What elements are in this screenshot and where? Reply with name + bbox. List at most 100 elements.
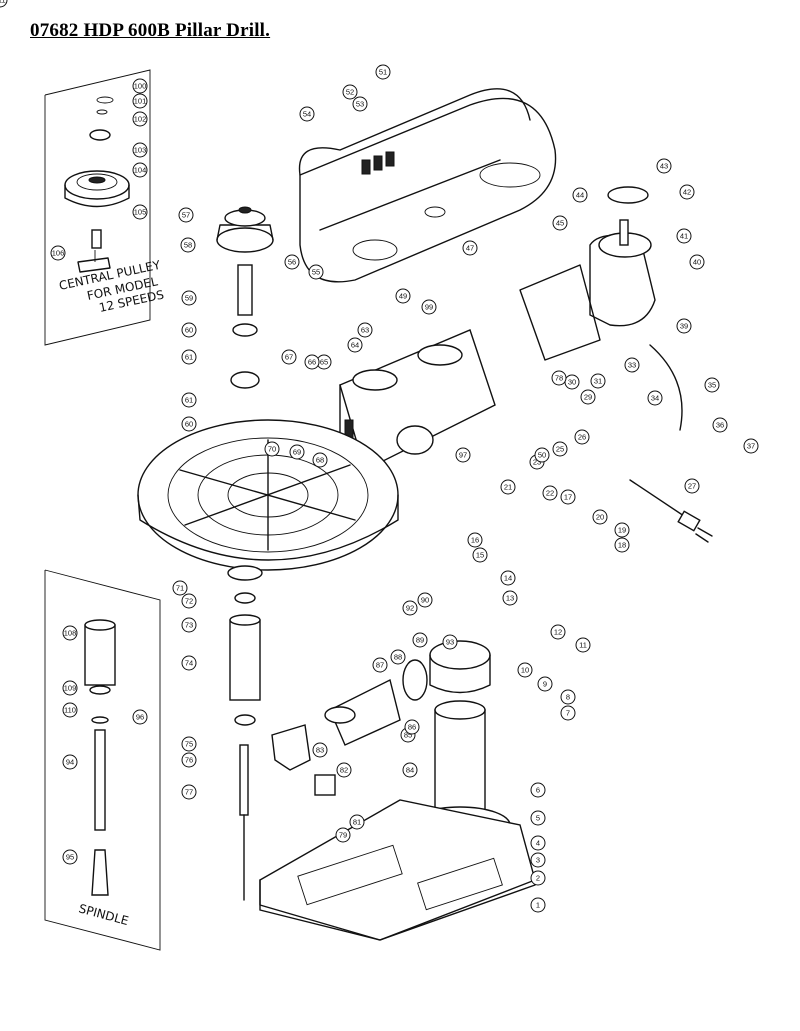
callout-83: 83 xyxy=(312,742,328,758)
callout-number: 111 xyxy=(0,0,6,5)
spindle-pulley xyxy=(216,206,274,389)
callout-number: 73 xyxy=(185,621,193,630)
part-number-callouts: 1234567891011121314151617181920212223252… xyxy=(0,0,759,913)
callout-number: 104 xyxy=(134,166,147,175)
callout-number: 12 xyxy=(554,628,562,637)
callout-number: 37 xyxy=(747,442,755,451)
callout-92: 92 xyxy=(402,600,418,616)
callout-73: 73 xyxy=(181,617,197,633)
callout-number: 1 xyxy=(536,901,540,910)
callout-78: 78 xyxy=(551,370,567,386)
callout-34: 34 xyxy=(647,390,663,406)
callout-number: 17 xyxy=(564,493,572,502)
callout-number: 45 xyxy=(556,219,564,228)
callout-number: 88 xyxy=(394,653,402,662)
callout-93: 93 xyxy=(442,634,458,650)
callout-number: 99 xyxy=(425,303,433,312)
callout-number: 69 xyxy=(293,448,301,457)
callout-number: 16 xyxy=(471,536,479,545)
belt-cover xyxy=(298,88,557,283)
callout-number: 83 xyxy=(316,746,324,755)
column-and-base xyxy=(259,700,536,941)
callout-number: 105 xyxy=(134,208,147,217)
callout-69: 69 xyxy=(289,444,305,460)
callout-number: 59 xyxy=(185,294,193,303)
callout-number: 53 xyxy=(356,100,364,109)
callout-number: 15 xyxy=(476,551,484,560)
callout-1: 1 xyxy=(530,897,546,913)
callout-number: 68 xyxy=(316,456,324,465)
callout-67: 67 xyxy=(281,349,297,365)
motor xyxy=(519,186,683,431)
callout-20: 20 xyxy=(592,509,608,525)
callout-number: 43 xyxy=(660,162,668,171)
callout-13: 13 xyxy=(502,590,518,606)
callout-47: 47 xyxy=(462,240,478,256)
callout-44: 44 xyxy=(572,187,588,203)
callout-63: 63 xyxy=(357,322,373,338)
callout-number: 57 xyxy=(182,211,190,220)
callout-72: 72 xyxy=(181,593,197,609)
callout-number: 75 xyxy=(185,740,193,749)
callout-number: 52 xyxy=(346,88,354,97)
callout-number: 64 xyxy=(351,341,359,350)
callout-2: 2 xyxy=(530,870,546,886)
callout-number: 76 xyxy=(185,756,193,765)
callout-number: 6 xyxy=(536,786,540,795)
callout-104: 104 xyxy=(132,162,148,178)
callout-110: 110 xyxy=(62,702,78,718)
callout-61: 61 xyxy=(181,349,197,365)
callout-50: 50 xyxy=(534,447,550,463)
callout-27: 27 xyxy=(684,478,700,494)
callout-number: 78 xyxy=(555,374,563,383)
callout-26: 26 xyxy=(574,429,590,445)
callout-number: 60 xyxy=(185,326,193,335)
quill-assembly xyxy=(227,565,336,901)
callout-number: 102 xyxy=(134,115,147,124)
callout-16: 16 xyxy=(467,532,483,548)
callout-number: 103 xyxy=(134,146,147,155)
callout-number: 19 xyxy=(618,526,626,535)
callout-76: 76 xyxy=(181,752,197,768)
callout-number: 110 xyxy=(64,706,76,715)
callout-94: 94 xyxy=(62,754,78,770)
callout-95: 95 xyxy=(62,849,78,865)
callout-60: 60 xyxy=(181,416,197,432)
callout-64: 64 xyxy=(347,337,363,353)
spindle-label: SPINDLE xyxy=(77,901,130,928)
callout-number: 40 xyxy=(693,258,701,267)
callout-number: 34 xyxy=(651,394,659,403)
callout-59: 59 xyxy=(181,290,197,306)
callout-number: 49 xyxy=(399,292,407,301)
callout-75: 75 xyxy=(181,736,197,752)
callout-19: 19 xyxy=(614,522,630,538)
callout-number: 61 xyxy=(185,396,193,405)
callout-36: 36 xyxy=(712,417,728,433)
callout-number: 60 xyxy=(185,420,193,429)
callout-103: 103 xyxy=(132,142,148,158)
callout-29: 29 xyxy=(580,389,596,405)
callout-number: 89 xyxy=(416,636,424,645)
callout-56: 56 xyxy=(284,254,300,270)
callout-number: 94 xyxy=(66,758,74,767)
callout-number: 13 xyxy=(506,594,514,603)
callout-number: 56 xyxy=(288,258,296,267)
callout-6: 6 xyxy=(530,782,546,798)
callout-number: 85 xyxy=(404,731,412,740)
callout-57: 57 xyxy=(178,207,194,223)
callout-number: 11 xyxy=(579,641,587,650)
callout-55: 55 xyxy=(308,264,324,280)
callout-18: 18 xyxy=(614,537,630,553)
callout-number: 25 xyxy=(556,445,564,454)
callout-60: 60 xyxy=(181,322,197,338)
callout-9: 9 xyxy=(537,676,553,692)
callout-86: 86 xyxy=(404,719,420,735)
callout-58: 58 xyxy=(180,237,196,253)
callout-33: 33 xyxy=(624,357,640,373)
callout-84: 84 xyxy=(402,762,418,778)
callout-number: 67 xyxy=(285,353,293,362)
callout-40: 40 xyxy=(689,254,705,270)
callout-74: 74 xyxy=(181,655,197,671)
callout-89: 89 xyxy=(412,632,428,648)
callout-number: 87 xyxy=(376,661,384,670)
